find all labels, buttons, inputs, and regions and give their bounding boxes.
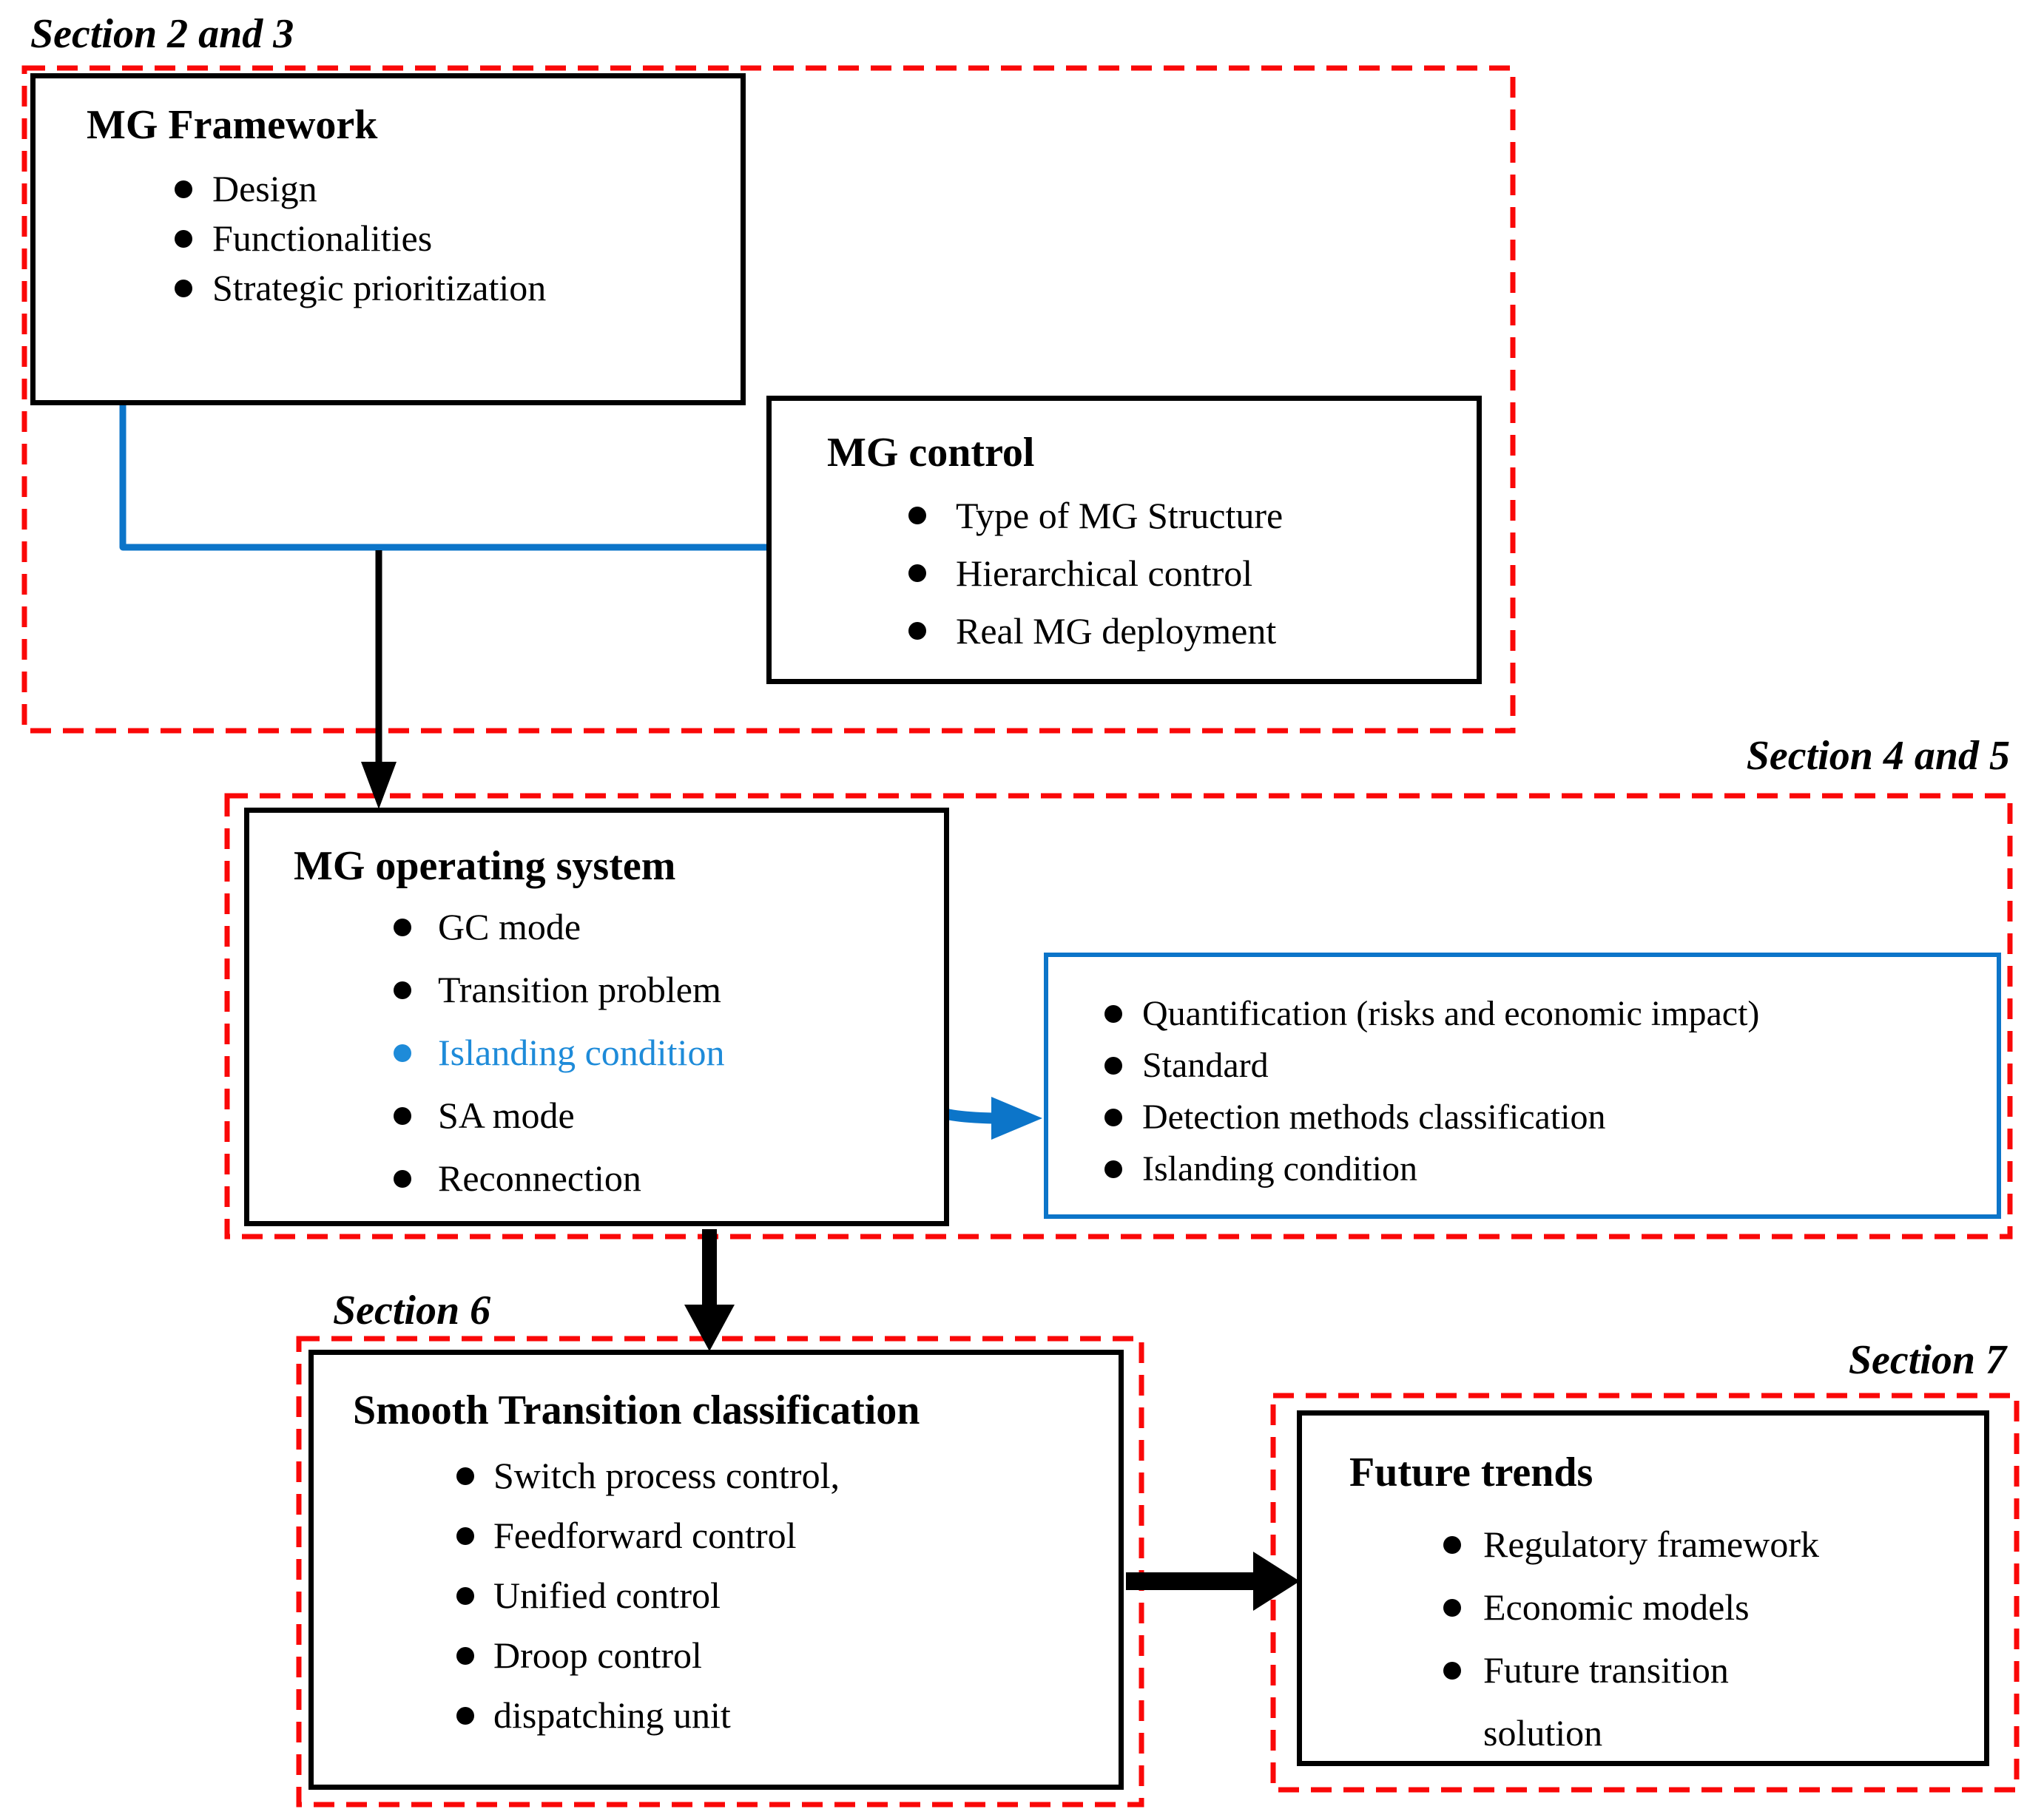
list-item: Detection methods classification [1104,1092,1759,1143]
list-item: SA mode [394,1084,724,1147]
bullet-icon [1443,1535,1461,1554]
down-arrowhead-icon [361,762,397,809]
future-trends-title: Future trends [1349,1450,1593,1495]
mg-framework-title: MG Framework [87,102,378,148]
list-item: Transition problem [394,958,724,1021]
bullet-icon [394,918,411,936]
thick-down-arrowhead-icon [684,1305,735,1351]
mg-operating-system-title: MG operating system [294,843,676,889]
list-item: dispatching unit [456,1685,840,1745]
section-7-label: Section 7 [1848,1337,2006,1383]
bullet-icon [175,180,192,198]
section-4-5-label: Section 4 and 5 [1746,733,2010,779]
bullet-icon [456,1646,474,1665]
future-trends-box: Future trends Regulatory framework Econo… [1297,1410,1989,1766]
list-item: Strategic prioritization [175,263,546,313]
bullet-icon [456,1586,474,1605]
bullet-icon [908,622,926,640]
list-item: GC mode [394,896,724,958]
bullet-icon [394,1044,411,1062]
list-item: Design [175,164,546,214]
bullet-icon [456,1526,474,1545]
list-item: Hierarchical control [908,544,1283,602]
bullet-icon [394,981,411,999]
bullet-icon [908,564,926,582]
islanding-detail-box: Quantification (risks and economic impac… [1044,953,2001,1219]
bullet-icon [1104,1160,1122,1178]
section-6-label: Section 6 [333,1288,491,1333]
list-item: Regulatory framework [1443,1513,1831,1576]
bullet-icon [394,1106,411,1125]
list-item: Quantification (risks and economic impac… [1104,988,1759,1040]
list-item: Functionalities [175,214,546,263]
list-item: Droop control [456,1626,840,1685]
bullet-icon [1104,1005,1122,1023]
bullet-icon [1443,1598,1461,1617]
mg-framework-list: Design Functionalities Strategic priorit… [175,164,546,313]
islanding-detail-list: Quantification (risks and economic impac… [1104,988,1759,1195]
bullet-icon [456,1706,474,1725]
smooth-transition-box: Smooth Transition classification Switch … [308,1350,1124,1790]
bullet-icon [456,1467,474,1485]
smooth-transition-title: Smooth Transition classification [353,1387,920,1433]
list-item: Reconnection [394,1147,724,1210]
mg-control-box: MG control Type of MG Structure Hierarch… [766,396,1482,684]
mg-control-list: Type of MG Structure Hierarchical contro… [908,487,1283,660]
mg-framework-box: MG Framework Design Functionalities Stra… [30,73,746,405]
bullet-icon [1104,1057,1122,1075]
list-item: Standard [1104,1040,1759,1092]
islanding-arrowhead-icon [991,1097,1042,1140]
bullet-icon [1104,1109,1122,1126]
future-trends-list: Regulatory framework Economic models Fut… [1443,1513,1831,1765]
list-item: Type of MG Structure [908,487,1283,544]
bullet-icon [175,279,192,297]
list-item: Islanding condition [1104,1143,1759,1195]
smooth-transition-list: Switch process control, Feedforward cont… [456,1446,840,1745]
mg-operating-system-box: MG operating system GC mode Transition p… [244,808,949,1226]
list-item: Real MG deployment [908,602,1283,660]
thick-right-arrowhead-icon [1253,1552,1300,1611]
list-item: Economic models [1443,1576,1831,1639]
bullet-icon [1443,1661,1461,1680]
bullet-icon [175,229,192,248]
mg-control-title: MG control [827,430,1035,476]
section-2-3-label: Section 2 and 3 [30,11,294,57]
list-item: Unified control [456,1566,840,1626]
list-item: Feedforward control [456,1506,840,1566]
list-item-islanding-condition: Islanding condition [394,1021,724,1084]
list-item: Future transition solution [1443,1639,1831,1765]
bullet-icon [908,507,926,524]
list-item: Switch process control, [456,1446,840,1506]
bullet-icon [394,1169,411,1188]
mg-operating-system-list: GC mode Transition problem Islanding con… [394,896,724,1210]
